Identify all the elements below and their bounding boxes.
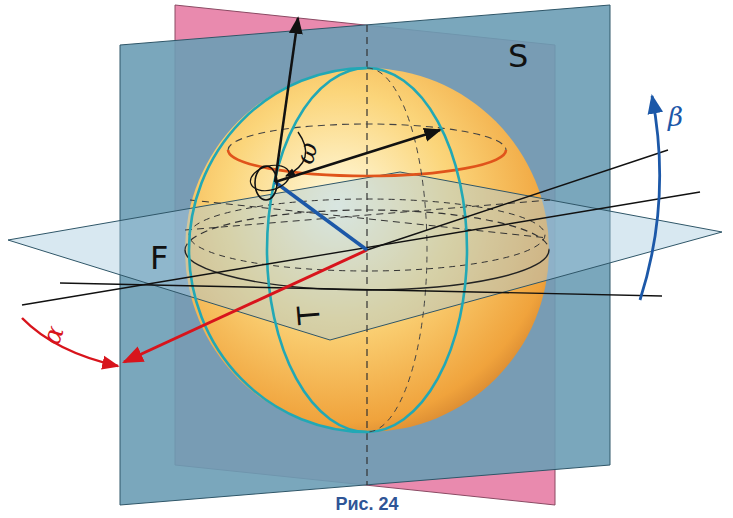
figure-caption: Рис. 24 xyxy=(331,494,402,514)
angle-symbol: β xyxy=(668,104,683,130)
sphere-lines xyxy=(22,18,700,485)
plane-label: F xyxy=(150,242,168,274)
plane-label: T xyxy=(293,305,324,326)
plane-label: S xyxy=(508,40,528,72)
horizontal-plane xyxy=(8,172,722,340)
angle-symbol: α xyxy=(38,322,68,347)
